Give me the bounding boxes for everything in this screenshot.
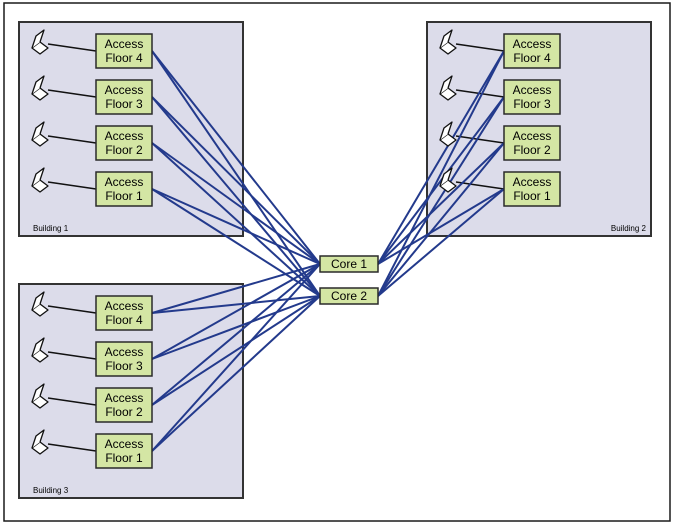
access-switch-b1-floor3: Access Floor 3 [95, 79, 153, 115]
uplink [151, 295, 321, 406]
laptop-icon [31, 429, 49, 455]
client-link [47, 397, 97, 406]
core-switch-label: Core 1 [331, 257, 367, 271]
core-switch-2: Core 2 [319, 287, 379, 305]
laptop-icon [439, 75, 457, 101]
laptop-icon [31, 291, 49, 317]
switch-line2: Floor 3 [513, 97, 551, 111]
switch-line2: Floor 1 [513, 189, 551, 203]
switch-line2: Floor 1 [105, 451, 143, 465]
switch-line2: Floor 4 [105, 51, 143, 65]
switch-line2: Floor 2 [105, 405, 143, 419]
client-link [47, 135, 97, 144]
uplink [151, 142, 321, 265]
client-link [47, 351, 97, 360]
switch-line2: Floor 2 [513, 143, 551, 157]
uplink [151, 50, 321, 265]
laptop-icon [31, 167, 49, 193]
access-switch-b1-floor4: Access Floor 4 [95, 33, 153, 69]
switch-line1: Access [105, 345, 144, 359]
laptop-icon [439, 167, 457, 193]
switch-line2: Floor 1 [105, 189, 143, 203]
access-switch-b3-floor4: Access Floor 4 [95, 295, 153, 331]
access-switch-b3-floor1: Access Floor 1 [95, 433, 153, 469]
uplink [377, 96, 505, 265]
uplink [151, 263, 321, 314]
uplink [151, 263, 321, 406]
switch-line1: Access [513, 175, 552, 189]
switch-line2: Floor 4 [513, 51, 551, 65]
uplink [377, 188, 505, 297]
building-3-label: Building 3 [33, 486, 69, 495]
laptop-icon [31, 383, 49, 409]
laptop-icon [31, 121, 49, 147]
uplink [151, 188, 321, 297]
client-link [455, 135, 505, 144]
access-switch-b2-floor1: Access Floor 1 [503, 171, 561, 207]
switch-line1: Access [105, 129, 144, 143]
uplinks [151, 50, 505, 452]
client-icons [31, 29, 457, 455]
laptop-icon [31, 29, 49, 55]
client-link [47, 443, 97, 452]
switch-line2: Floor 2 [105, 143, 143, 157]
access-switch-b3-floor2: Access Floor 2 [95, 387, 153, 423]
client-links [47, 43, 505, 452]
access-switch-b2-floor3: Access Floor 3 [503, 79, 561, 115]
uplink [151, 96, 321, 297]
access-switch-b3-floor3: Access Floor 3 [95, 341, 153, 377]
uplink [151, 96, 321, 265]
client-link [47, 43, 97, 52]
switch-line1: Access [513, 83, 552, 97]
switch-line1: Access [105, 175, 144, 189]
building-1-label: Building 1 [33, 224, 69, 233]
laptop-icon [439, 29, 457, 55]
uplink [151, 50, 321, 297]
switch-line2: Floor 4 [105, 313, 143, 327]
client-link [47, 89, 97, 98]
core-switch-1: Core 1 [319, 255, 379, 273]
uplink [151, 263, 321, 452]
switch-line2: Floor 3 [105, 97, 143, 111]
laptop-icon [439, 121, 457, 147]
client-link [455, 181, 505, 190]
access-switch-b1-floor1: Access Floor 1 [95, 171, 153, 207]
uplink [151, 295, 321, 452]
uplink [151, 188, 321, 265]
building-2-label: Building 2 [611, 224, 647, 233]
uplink [377, 50, 505, 265]
switch-line1: Access [105, 391, 144, 405]
switch-line1: Access [105, 299, 144, 313]
uplink [151, 295, 321, 360]
uplink [377, 188, 505, 265]
core-switch-label: Core 2 [331, 289, 367, 303]
switch-line1: Access [105, 437, 144, 451]
access-switch-b2-floor4: Access Floor 4 [503, 33, 561, 69]
switch-line1: Access [105, 37, 144, 51]
uplink [377, 142, 505, 265]
laptop-icon [31, 337, 49, 363]
client-link [47, 305, 97, 314]
access-switch-b2-floor2: Access Floor 2 [503, 125, 561, 161]
switch-line1: Access [105, 83, 144, 97]
access-switch-b1-floor2: Access Floor 2 [95, 125, 153, 161]
client-link [455, 43, 505, 52]
outer-frame [3, 2, 671, 522]
uplink [151, 142, 321, 297]
uplink [377, 142, 505, 297]
switch-line2: Floor 3 [105, 359, 143, 373]
uplink [151, 295, 321, 314]
uplink [377, 50, 505, 297]
uplink [377, 96, 505, 297]
uplink [151, 263, 321, 360]
switch-line1: Access [513, 129, 552, 143]
laptop-icon [31, 75, 49, 101]
switch-line1: Access [513, 37, 552, 51]
client-link [47, 181, 97, 190]
